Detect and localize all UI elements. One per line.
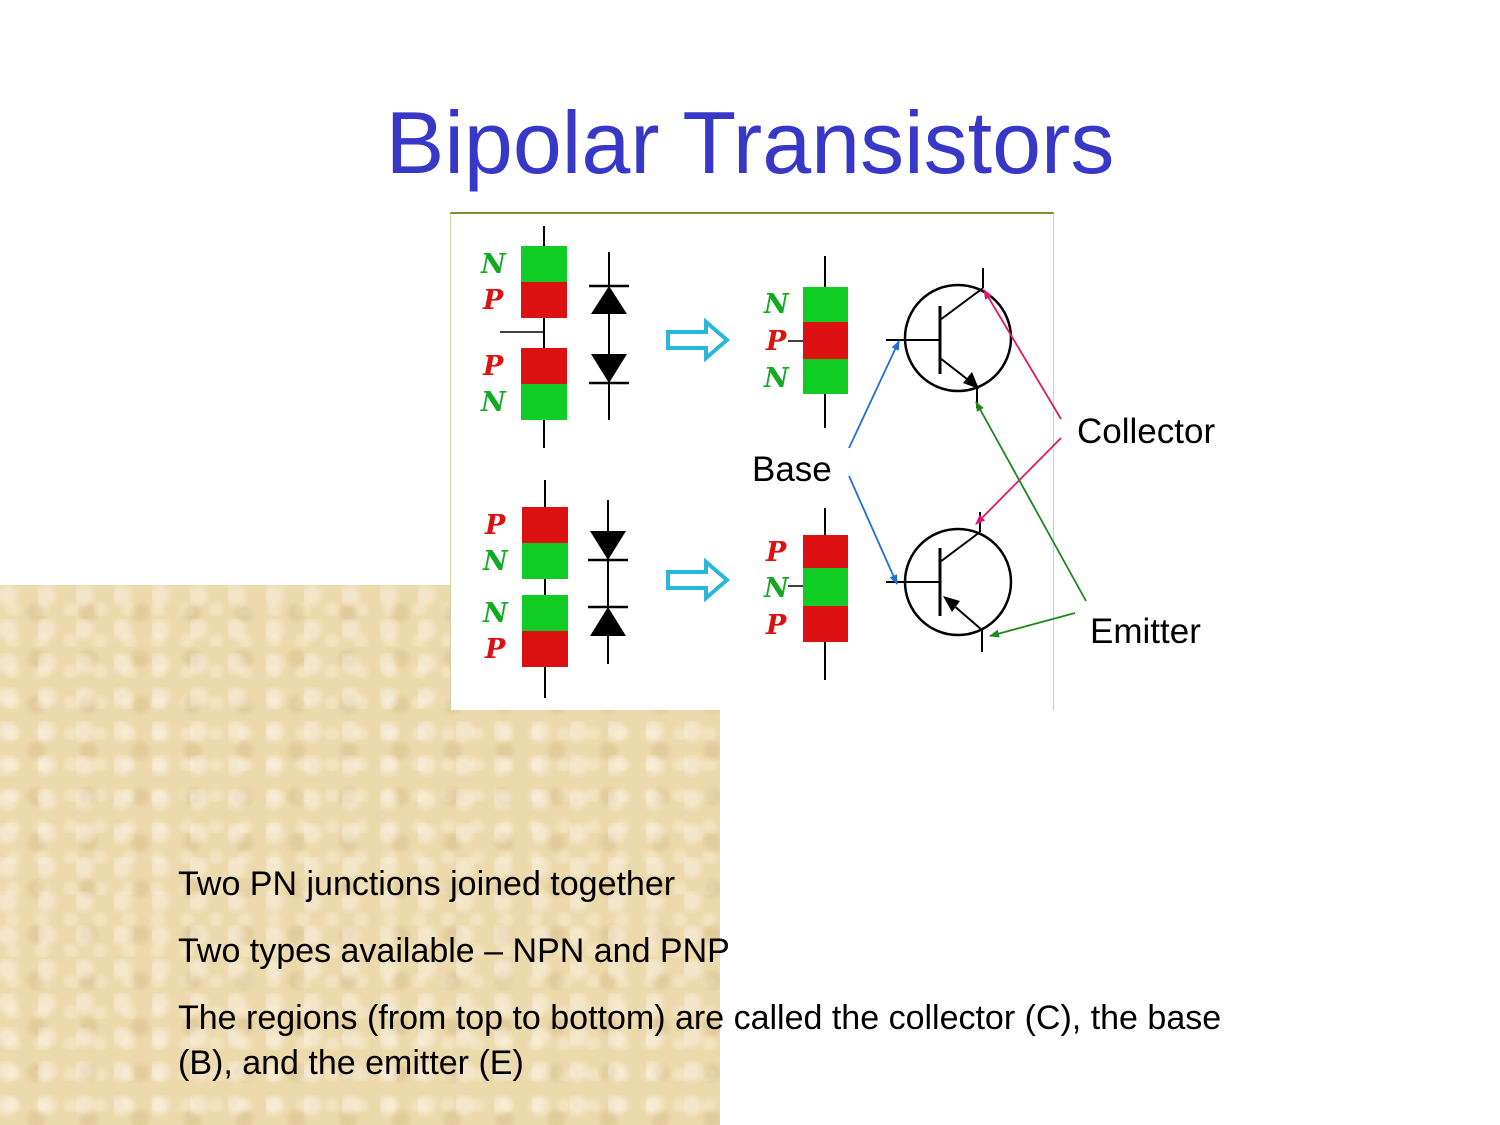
p-region xyxy=(522,507,568,543)
n-label: N xyxy=(480,387,507,418)
pnp-transistor-symbol xyxy=(886,512,1013,652)
n-label: N xyxy=(763,573,790,604)
n-region xyxy=(521,246,567,282)
diode-symbol-top xyxy=(589,252,629,420)
p-label: P xyxy=(482,351,504,382)
pnp-structure: P N P xyxy=(763,508,848,680)
arrow-right-icon xyxy=(666,557,731,603)
p-region xyxy=(522,631,568,667)
n-region xyxy=(521,384,567,420)
p-label: P xyxy=(482,285,504,316)
p-region xyxy=(521,282,567,318)
n-label: N xyxy=(482,598,509,629)
bullet-item: Two PN junctions joined together xyxy=(178,865,676,903)
n-label: N xyxy=(763,363,790,394)
emitter-callout-arrow xyxy=(989,612,1076,638)
bullet-item: Two types available – NPN and PNP xyxy=(178,932,730,970)
junction-pair-bottom: P N N P xyxy=(482,480,568,698)
base-callout-arrow xyxy=(848,475,898,585)
n-region xyxy=(803,568,848,606)
n-label: N xyxy=(763,289,790,320)
diode-symbol-bottom xyxy=(588,500,628,664)
n-label: N xyxy=(482,546,509,577)
emitter-callout-arrow xyxy=(975,401,1087,602)
p-label: P xyxy=(484,510,506,541)
p-label: P xyxy=(765,610,787,641)
collector-label: Collector xyxy=(1077,412,1215,451)
p-region xyxy=(803,606,848,642)
bullet-list: Two PN junctions joined together Two typ… xyxy=(178,862,1258,1108)
base-callout-arrow xyxy=(848,340,900,449)
base-label: Base xyxy=(752,450,832,489)
p-region xyxy=(803,535,848,568)
p-label: P xyxy=(765,326,787,357)
p-label: P xyxy=(484,634,506,665)
n-region xyxy=(522,543,568,579)
p-label: P xyxy=(765,537,787,568)
npn-structure: N P N xyxy=(763,256,848,428)
collector-callout-arrow xyxy=(983,289,1062,420)
slide-title: Bipolar Transistors xyxy=(385,93,1115,192)
emitter-label: Emitter xyxy=(1090,612,1201,651)
p-region xyxy=(803,322,848,359)
p-region xyxy=(521,348,567,384)
junction-pair-top: N P P N xyxy=(480,226,567,448)
n-label: N xyxy=(480,249,507,280)
arrow-right-icon xyxy=(666,317,731,363)
n-region xyxy=(803,287,848,322)
bullet-item: The regions (from top to bottom) are cal… xyxy=(178,999,1222,1082)
n-region xyxy=(522,595,568,631)
n-region xyxy=(803,359,848,394)
collector-callout-arrow xyxy=(975,437,1062,525)
npn-transistor-symbol xyxy=(886,268,1013,408)
